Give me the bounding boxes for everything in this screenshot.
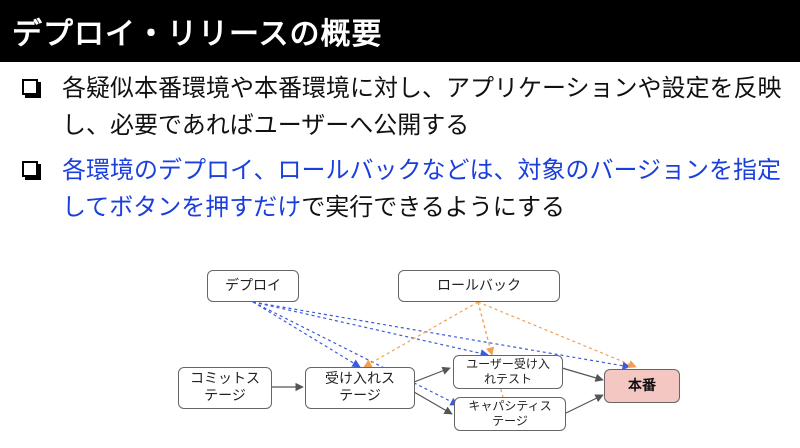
uat-stage-node: ユーザー受け入 れテスト [453,355,563,389]
checkbox-bullet-icon [22,79,38,95]
bullet-text: 各疑似本番環境や本番環境に対し、アプリケーションや設定を反映し、必要であればユー… [62,74,782,139]
bullet-highlight-text: 各環境のデプロイ、ロールバックなどは、対象のバージョンを指定してボタンを押すだけ [62,156,782,221]
acceptance-stage-node: 受け入れス テージ [305,367,415,409]
capacity-stage-node: キャパシティス テージ [454,397,566,431]
deploy-button[interactable]: デプロイ [207,270,299,302]
page-title: デプロイ・リリースの概要 [0,0,800,62]
bullet-rest-text: で実行できるようにする [301,193,566,221]
production-node: 本番 [604,369,680,403]
bullet-item: 各環境のデプロイ、ロールバックなどは、対象のバージョンを指定してボタンを押すだけ… [14,152,794,226]
bullet-item: 各疑似本番環境や本番環境に対し、アプリケーションや設定を反映し、必要であればユー… [14,70,794,144]
commit-stage-node: コミットス テージ [178,367,272,409]
rollback-button[interactable]: ロールバック [398,270,560,302]
checkbox-bullet-icon [22,161,38,177]
bullet-list: 各疑似本番環境や本番環境に対し、アプリケーションや設定を反映し、必要であればユー… [14,70,794,234]
diagram-arrows [252,301,637,415]
bullet-text: 各環境のデプロイ、ロールバックなどは、対象のバージョンを指定してボタンを押すだけ… [62,152,794,226]
pipeline-diagram: デプロイ ロールバック コミットス テージ 受け入れス テージ ユーザー受け入 … [0,255,800,448]
